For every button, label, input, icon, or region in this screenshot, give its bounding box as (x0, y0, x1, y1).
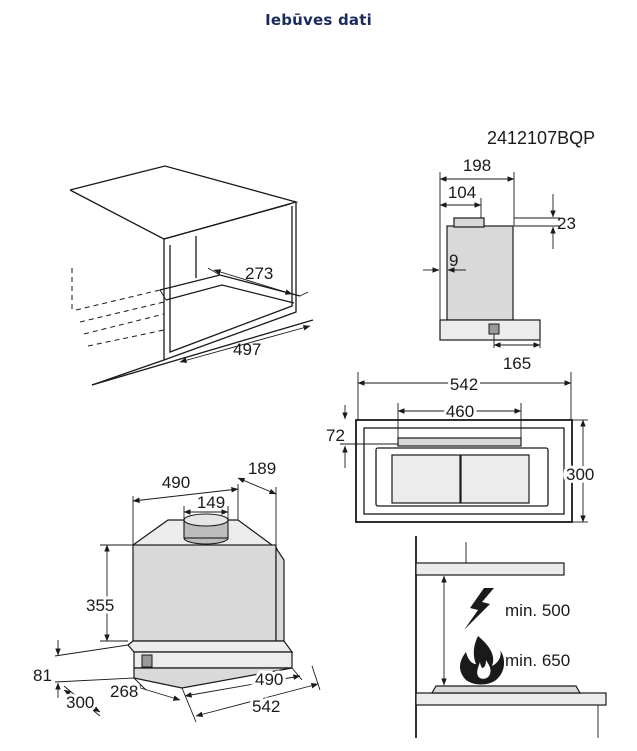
gas-clearance-label: min. 650 (505, 651, 570, 670)
iso-depth-top-label: 189 (248, 459, 276, 478)
clearance-view: min. 500 min. 650 (415, 536, 607, 738)
side-front-label: 165 (503, 354, 531, 373)
side-top-height-label: 23 (557, 214, 576, 233)
iso-depth-label: 300 (66, 693, 94, 712)
iso-base-height-label: 81 (33, 666, 52, 685)
iso-height-label: 355 (86, 596, 114, 615)
iso-base-width-label: 542 (252, 697, 280, 716)
lightning-icon (464, 588, 494, 630)
page-title: Iebūves dati (265, 11, 372, 29)
side-wall-label: 9 (449, 251, 458, 270)
front-view: 542 460 72 300 (326, 372, 597, 523)
front-width-label: 542 (450, 375, 478, 394)
side-width-label: 198 (463, 156, 491, 175)
iso-duct-label: 149 (197, 493, 225, 512)
front-height-label: 300 (566, 465, 594, 484)
iso-width-label: 490 (162, 473, 190, 492)
cabinet-width-label: 497 (233, 340, 261, 359)
iso-view: 490 189 149 355 81 300 268 490 (33, 459, 321, 723)
front-inner-width-label: 460 (446, 402, 474, 421)
electric-clearance-label: min. 500 (505, 601, 570, 620)
model-code: 2412107BQP (487, 128, 595, 148)
side-view: 2412107BQP 198 104 23 9 165 (423, 128, 595, 373)
iso-front-depth-label: 268 (110, 682, 138, 701)
side-offset-label: 104 (448, 183, 476, 202)
flame-icon (460, 636, 505, 685)
iso-front-width-label: 490 (255, 670, 283, 689)
cabinet-view: 273 497 (69, 165, 314, 386)
front-inner-height-label: 72 (326, 426, 345, 445)
cabinet-depth-label: 273 (245, 264, 273, 283)
